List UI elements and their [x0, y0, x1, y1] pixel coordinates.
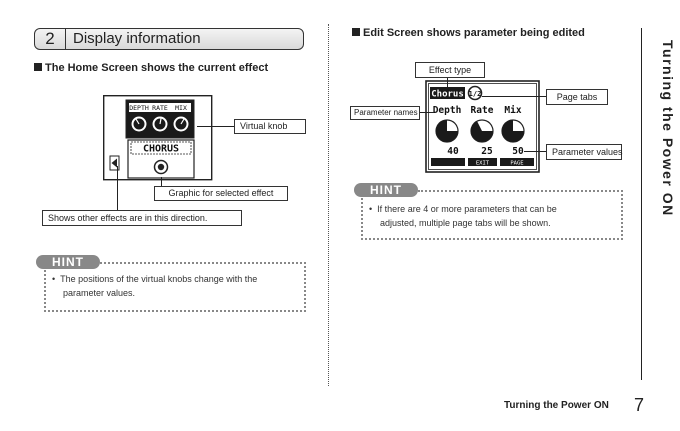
- hint-tag: HINT: [354, 183, 418, 197]
- home-screen-illustration: DEPTH RATE MIX CHORUS: [102, 94, 213, 190]
- tab-label-exit: EXIT: [476, 161, 490, 167]
- hint-box: [44, 262, 306, 312]
- param-knob-icon: [470, 119, 494, 143]
- other-effects-callout: Shows other effects are in this directio…: [42, 210, 242, 226]
- edit-screen-svg: Chorus 1/2 Depth Rate Mix 40 25 50 EXIT …: [425, 80, 540, 173]
- hint-text: • The positions of the virtual knobs cha…: [52, 274, 258, 298]
- param-knob-icon: [501, 119, 525, 143]
- section-title: Display information: [73, 30, 201, 47]
- column-divider: [328, 24, 329, 386]
- page-tab: [468, 158, 497, 166]
- callout-leader: [420, 112, 434, 113]
- effect-type-callout: Effect type: [415, 62, 485, 78]
- knob-label-rate: RATE: [152, 104, 168, 112]
- param-name-rate: Rate: [471, 105, 494, 116]
- hint-tag: HINT: [36, 255, 100, 269]
- page-indicator: 1/2: [469, 90, 482, 98]
- square-bullet-icon: [352, 28, 360, 36]
- section-header: 2 Display information: [34, 28, 304, 50]
- square-bullet-icon: [34, 63, 42, 71]
- hint-border: [418, 190, 623, 192]
- param-name-depth: Depth: [433, 105, 462, 116]
- effect-type-text: Chorus: [431, 90, 464, 100]
- graphic-callout: Graphic for selected effect: [154, 186, 288, 201]
- callout-leader: [197, 126, 234, 127]
- side-title: Turning the Power ON: [660, 40, 676, 217]
- virtual-knob-icon: [152, 116, 168, 132]
- hint-box: [361, 190, 623, 240]
- tab-label-page: PAGE: [510, 161, 523, 167]
- footer-label: Turning the Power ON: [504, 400, 609, 411]
- page-tab: [431, 158, 465, 166]
- hint-text: • If there are 4 or more parameters that…: [369, 204, 557, 228]
- page-number: 7: [634, 395, 645, 415]
- side-bar-line: [641, 28, 642, 380]
- param-knob-icon: [435, 119, 459, 143]
- virtual-knob-callout: Virtual knob: [234, 119, 306, 134]
- knob-label-mix: MIX: [175, 104, 187, 112]
- virtual-knob-icon: [131, 116, 147, 132]
- callout-leader: [117, 166, 118, 210]
- virtual-knob-icon: [173, 116, 189, 132]
- hint-border: [100, 262, 306, 264]
- param-value-rate: 25: [481, 146, 493, 157]
- knob-label-depth: DEPTH: [129, 104, 149, 112]
- page-tab: [500, 158, 534, 166]
- home-screen-svg: DEPTH RATE MIX CHORUS: [102, 94, 213, 181]
- parameter-values-callout: Parameter values: [546, 144, 623, 160]
- callout-leader: [524, 151, 546, 152]
- callout-leader: [161, 177, 162, 193]
- effect-graphic-name: CHORUS: [143, 144, 179, 155]
- callout-leader: [482, 96, 546, 97]
- home-heading: The Home Screen shows the current effect: [34, 62, 268, 74]
- parameter-names-callout: Parameter names: [350, 106, 420, 120]
- callout-leader: [447, 78, 448, 87]
- section-number: 2: [35, 29, 66, 49]
- param-value-depth: 40: [447, 146, 459, 157]
- param-name-mix: Mix: [504, 105, 521, 116]
- edit-heading: Edit Screen shows parameter being edited: [352, 27, 585, 39]
- left-arrow-icon: [111, 158, 117, 168]
- param-value-mix: 50: [512, 146, 524, 157]
- page-tabs-callout: Page tabs: [546, 89, 608, 105]
